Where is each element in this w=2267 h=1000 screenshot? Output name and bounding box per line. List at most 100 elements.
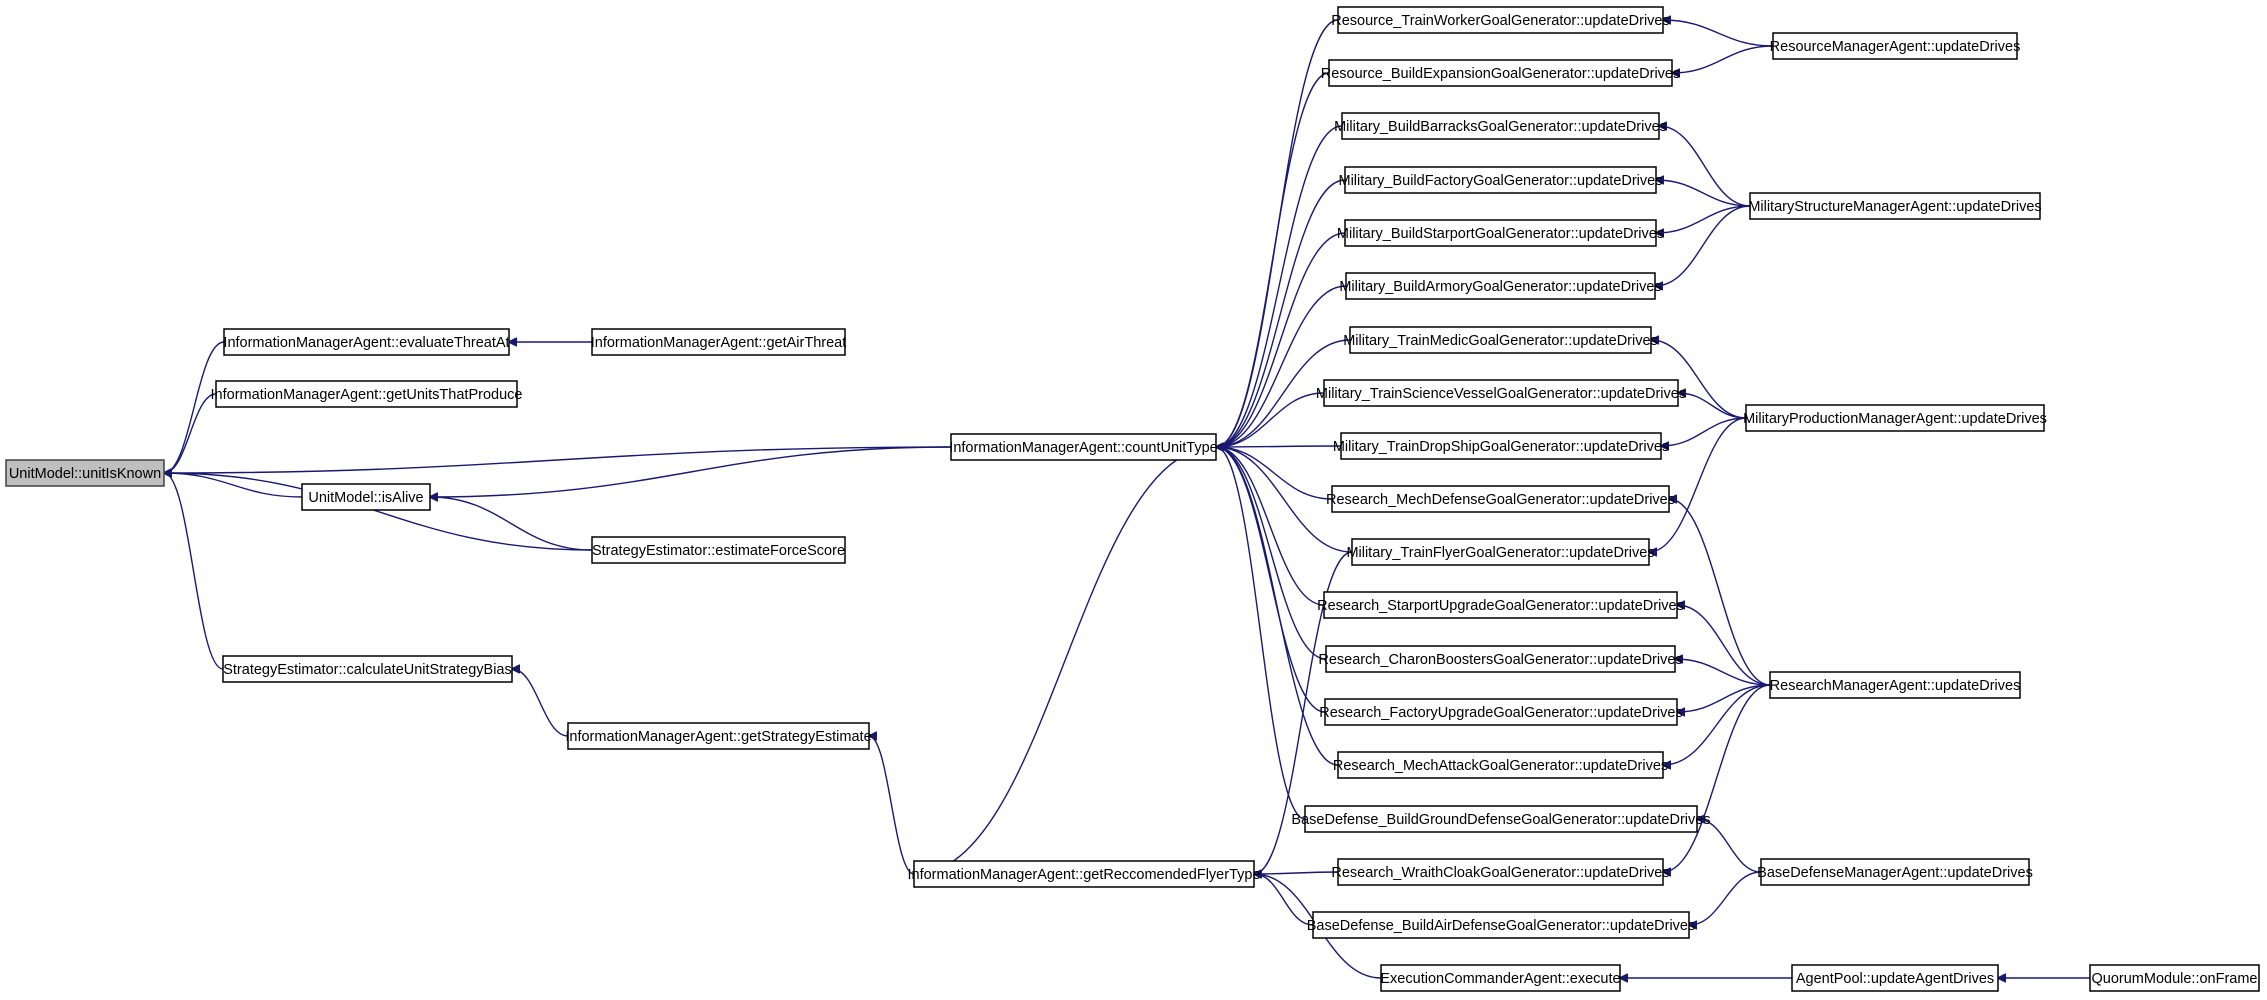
node-starport-upgrade[interactable]: Research_StarportUpgradeGoalGenerator::u…: [1317, 591, 1684, 619]
node-mech-defense[interactable]: Research_MechDefenseGoalGenerator::updat…: [1326, 485, 1675, 513]
node-build-expansion[interactable]: Resource_BuildExpansionGoalGenerator::up…: [1321, 59, 1680, 87]
edge-build-factory-to-count-unit-type: [1216, 179, 1346, 447]
node-box[interactable]: [1304, 805, 1698, 833]
edge-charon-boosters-to-count-unit-type: [1216, 447, 1327, 660]
node-box[interactable]: [567, 722, 870, 750]
node-box[interactable]: [1337, 751, 1664, 779]
edge-research-mgr-to-charon-boosters: [1675, 659, 1771, 686]
node-label: Military_BuildArmoryGoalGenerator::updat…: [1339, 279, 1661, 295]
node-build-barracks[interactable]: Military_BuildBarracksGoalGenerator::upd…: [1334, 112, 1667, 140]
node-box[interactable]: [913, 860, 1255, 888]
node-label: Research_FactoryUpgradeGoalGenerator::up…: [1319, 705, 1683, 721]
node-get-units-that-produce[interactable]: InformationManagerAgent::getUnitsThatPro…: [211, 380, 523, 408]
node-military-struct-mgr[interactable]: MilitaryStructureManagerAgent::updateDri…: [1748, 192, 2042, 220]
node-box[interactable]: [1328, 59, 1673, 87]
node-train-drop-ship[interactable]: Military_TrainDropShipGoalGenerator::upd…: [1333, 432, 1669, 460]
node-charon-boosters[interactable]: Research_CharonBoostersGoalGenerator::up…: [1318, 645, 1683, 673]
edge-estimate-force-score-to-unit-is-known: [164, 473, 593, 551]
node-label: Military_TrainDropShipGoalGenerator::upd…: [1333, 439, 1669, 455]
node-build-starport[interactable]: Military_BuildStarportGoalGenerator::upd…: [1337, 219, 1664, 247]
node-factory-upgrade[interactable]: Research_FactoryUpgradeGoalGenerator::up…: [1319, 698, 1683, 726]
node-count-unit-type[interactable]: InformationManagerAgent::countUnitType: [949, 433, 1218, 461]
node-box[interactable]: [1380, 964, 1621, 992]
node-box[interactable]: [1337, 6, 1664, 34]
node-box[interactable]: [1760, 858, 2030, 886]
node-box[interactable]: [1340, 432, 1662, 460]
node-label: AgentPool::updateAgentDrives: [1796, 971, 1994, 987]
node-box[interactable]: [222, 655, 513, 683]
node-box[interactable]: [2089, 964, 2260, 992]
node-box[interactable]: [223, 328, 510, 356]
node-box[interactable]: [1791, 964, 1999, 992]
node-box[interactable]: [1325, 645, 1676, 673]
node-research-mgr[interactable]: ResearchManagerAgent::updateDrives: [1769, 671, 2021, 699]
node-wraith-cloak[interactable]: Research_WraithCloakGoalGenerator::updat…: [1331, 858, 1670, 886]
node-box[interactable]: [1324, 698, 1678, 726]
node-box[interactable]: [215, 380, 518, 408]
node-label: Military_BuildBarracksGoalGenerator::upd…: [1334, 119, 1667, 135]
node-label: Research_MechAttackGoalGenerator::update…: [1333, 758, 1668, 774]
node-base-defense-mgr[interactable]: BaseDefenseManagerAgent::updateDrives: [1757, 858, 2033, 886]
node-box[interactable]: [1331, 485, 1670, 513]
node-train-flyer[interactable]: Military_TrainFlyerGoalGenerator::update…: [1346, 538, 1655, 566]
node-evaluate-threat-at[interactable]: InformationManagerAgent::evaluateThreatA…: [223, 328, 510, 356]
node-box[interactable]: [1341, 112, 1660, 140]
node-get-reccomended-flyer-type[interactable]: InformationManagerAgent::getReccomendedF…: [907, 860, 1261, 888]
node-label: QuorumModule::onFrame: [2091, 971, 2257, 987]
node-box[interactable]: [591, 536, 846, 564]
node-label: InformationManagerAgent::getAirThreat: [591, 335, 847, 351]
node-label: StrategyEstimator::calculateUnitStrategy…: [223, 662, 512, 678]
edge-count-unit-type-to-unit-is-known: [164, 446, 952, 473]
edge-count-unit-type-to-is-alive: [430, 446, 952, 497]
node-build-armory[interactable]: Military_BuildArmoryGoalGenerator::updat…: [1339, 272, 1662, 300]
node-ground-defense[interactable]: BaseDefense_BuildGroundDefenseGoalGenera…: [1291, 805, 1711, 833]
node-box[interactable]: [950, 433, 1217, 461]
node-resource-mgr[interactable]: ResourceManagerAgent::updateDrives: [1770, 32, 2021, 60]
edge-base-defense-mgr-to-ground-defense: [1697, 819, 1762, 873]
node-box[interactable]: [1745, 404, 2045, 432]
node-box[interactable]: [1344, 219, 1657, 247]
node-on-frame[interactable]: QuorumModule::onFrame: [2089, 964, 2260, 992]
node-label: InformationManagerAgent::countUnitType: [949, 440, 1217, 456]
edge-research-mgr-to-wraith-cloak: [1663, 684, 1771, 872]
node-box[interactable]: [1769, 671, 2021, 699]
node-box[interactable]: [1323, 591, 1678, 619]
edge-research-mgr-to-mech-defense: [1669, 499, 1771, 686]
node-get-air-threat[interactable]: InformationManagerAgent::getAirThreat: [591, 328, 847, 356]
node-military-prod-mgr[interactable]: MilitaryProductionManagerAgent::updateDr…: [1743, 404, 2047, 432]
node-estimate-force-score[interactable]: StrategyEstimator::estimateForceScore: [591, 536, 846, 564]
node-box[interactable]: [1312, 911, 1690, 939]
node-train-worker[interactable]: Resource_TrainWorkerGoalGenerator::updat…: [1331, 6, 1670, 34]
node-box[interactable]: [5, 459, 165, 487]
node-box[interactable]: [1772, 32, 2018, 60]
node-box[interactable]: [1349, 326, 1652, 354]
node-build-factory[interactable]: Military_BuildFactoryGoalGenerator::upda…: [1339, 166, 1663, 194]
edge-train-drop-ship-to-count-unit-type: [1216, 446, 1342, 447]
edge-military-prod-mgr-to-train-drop-ship: [1661, 417, 1747, 446]
node-is-alive[interactable]: UnitModel::isAlive: [301, 483, 431, 511]
node-box[interactable]: [1344, 166, 1657, 194]
node-label: Military_TrainFlyerGoalGenerator::update…: [1346, 545, 1654, 561]
node-box[interactable]: [1323, 379, 1679, 407]
edge-build-expansion-to-count-unit-type: [1216, 72, 1330, 447]
edge-military-struct-mgr-to-build-barracks: [1659, 126, 1751, 207]
node-unit-is-known[interactable]: UnitModel::unitIsKnown: [5, 459, 165, 487]
edge-starport-upgrade-to-count-unit-type: [1216, 447, 1325, 606]
edge-research-mgr-to-mech-attack: [1663, 684, 1771, 765]
node-update-agent-drives[interactable]: AgentPool::updateAgentDrives: [1791, 964, 1999, 992]
node-label: Military_TrainMedicGoalGenerator::update…: [1343, 333, 1658, 349]
node-air-defense[interactable]: BaseDefense_BuildAirDefenseGoalGenerator…: [1307, 911, 1696, 939]
node-box[interactable]: [591, 328, 846, 356]
node-train-medic[interactable]: Military_TrainMedicGoalGenerator::update…: [1343, 326, 1658, 354]
node-box[interactable]: [1749, 192, 2041, 220]
node-train-science-vessel[interactable]: Military_TrainScienceVesselGoalGenerator…: [1316, 379, 1686, 407]
node-mech-attack[interactable]: Research_MechAttackGoalGenerator::update…: [1333, 751, 1668, 779]
node-get-strategy-estimate[interactable]: InformationManagerAgent::getStrategyEsti…: [565, 722, 872, 750]
node-box[interactable]: [301, 483, 431, 511]
node-box[interactable]: [1345, 272, 1656, 300]
node-calculate-unit-strategy-bias[interactable]: StrategyEstimator::calculateUnitStrategy…: [222, 655, 513, 683]
node-execute[interactable]: ExecutionCommanderAgent::execute: [1380, 964, 1621, 992]
node-box[interactable]: [1351, 538, 1650, 566]
edge-estimate-force-score-to-is-alive: [430, 497, 593, 551]
node-box[interactable]: [1337, 858, 1664, 886]
